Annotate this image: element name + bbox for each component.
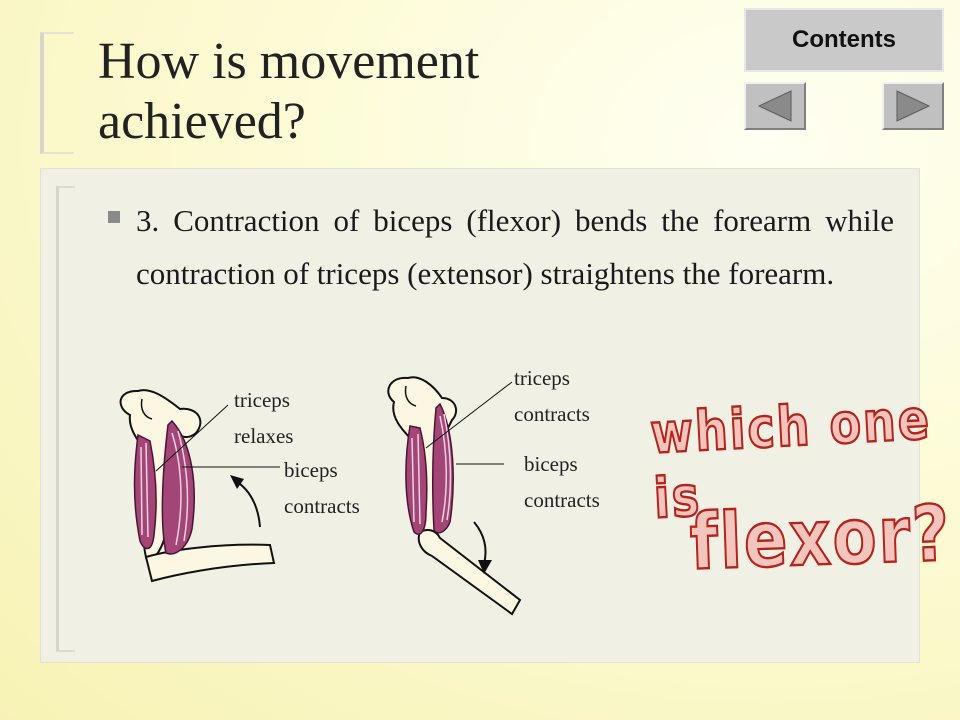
slide-title: How is movement achieved?	[98, 33, 480, 150]
extension-arrow	[473, 521, 487, 565]
right-biceps-label: biceps contracts	[524, 452, 600, 512]
arm-flexed-diagram	[119, 389, 280, 583]
navigation-panel: Contents	[744, 8, 944, 130]
previous-slide-button[interactable]	[744, 82, 806, 130]
triangle-right-icon	[896, 90, 931, 122]
flexion-arrow	[235, 480, 261, 528]
left-biceps-label: biceps contracts	[284, 458, 360, 518]
contents-button[interactable]: Contents	[744, 8, 944, 72]
body-text: 3. Contraction of biceps (flexor) bends …	[136, 203, 894, 291]
triceps-muscle	[405, 425, 428, 535]
arm-extended-diagram	[387, 376, 522, 616]
triceps-muscle	[133, 433, 157, 550]
next-slide-button[interactable]	[882, 82, 944, 130]
question-line-2: flexor?	[687, 489, 953, 589]
bullet-marker	[108, 211, 120, 223]
forearm-bone	[417, 529, 522, 616]
right-triceps-label: triceps contracts	[514, 366, 590, 426]
content-decoration-bar	[56, 186, 75, 652]
triangle-left-icon	[757, 90, 792, 122]
title-decoration-bar	[40, 32, 74, 154]
left-triceps-label: triceps relaxes	[234, 388, 294, 448]
